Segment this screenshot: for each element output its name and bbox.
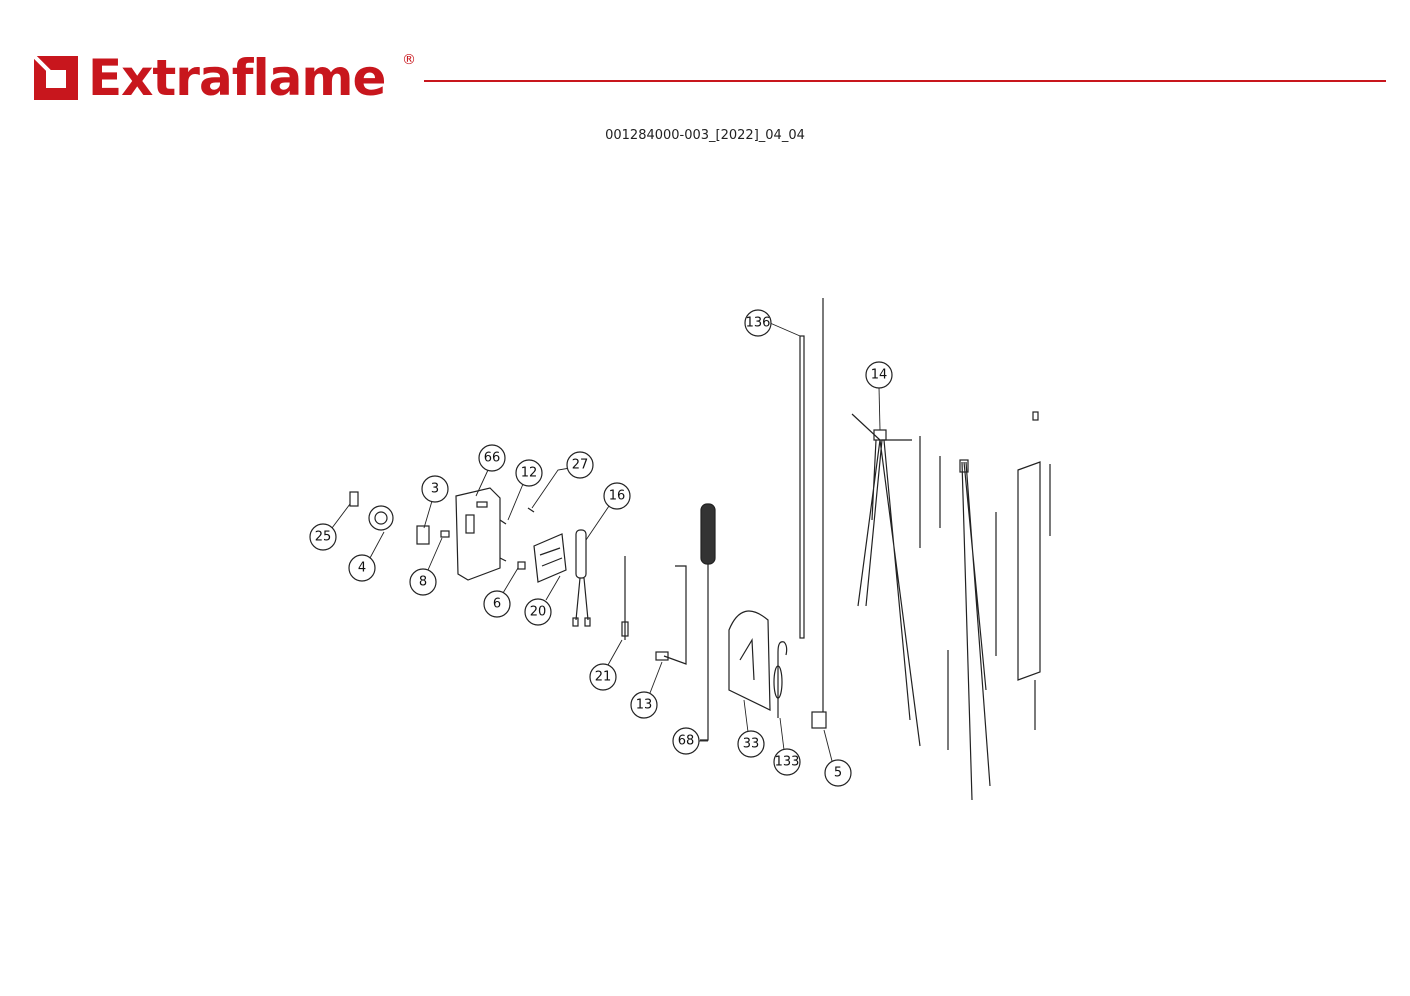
part-bracket [455,487,501,581]
svg-text:16: 16 [609,489,626,504]
svg-text:6: 6 [493,597,501,612]
part-resistor [572,529,591,627]
svg-text:3: 3 [431,482,439,497]
callout-27: 27 [566,451,594,479]
header-rule [424,80,1386,82]
part-brush [700,503,716,741]
callout-12: 12 [515,459,543,487]
svg-text:25: 25 [315,530,332,545]
callout-133: 133 [773,748,801,776]
brand-logo: Extraflame ® [34,49,416,107]
brand-name: Extraflame [88,49,386,107]
svg-text:20: 20 [530,605,547,620]
part-probe-cable [621,556,629,640]
svg-text:27: 27 [572,458,589,473]
callout-8: 8 [409,568,437,596]
part-control-board [533,533,567,583]
callout-136: 136 [744,309,772,337]
part-pressure-switch [349,491,359,507]
svg-text:133: 133 [775,755,800,770]
part-sensor-cable [655,565,687,665]
part-harness-2 [959,459,997,801]
callout-20: 20 [524,598,552,626]
leader-lines [331,322,881,762]
callout-16: 16 [603,482,631,510]
svg-text:14: 14 [871,368,888,383]
part-connector [517,561,526,570]
svg-text:5: 5 [834,766,842,781]
registered-mark: ® [402,52,416,68]
part-door-panel [728,610,771,711]
svg-text:8: 8 [419,575,427,590]
document-code: 001284000-003_[2022]_04_04 [605,128,805,143]
part-hook [773,641,788,718]
svg-text:13: 13 [636,698,653,713]
svg-text:4: 4 [358,561,366,576]
part-rod [799,335,805,639]
svg-text:12: 12 [521,466,538,481]
callout-25: 25 [309,523,337,551]
callout-14: 14 [865,361,893,389]
part-fuse [440,530,450,538]
svg-text:66: 66 [484,451,501,466]
svg-text:21: 21 [595,670,612,685]
svg-text:68: 68 [678,734,695,749]
logo-mark-icon [34,54,78,100]
svg-text:136: 136 [746,316,771,331]
part-wiring-harness [851,413,949,750]
callout-21: 21 [589,663,617,691]
callouts: 136 14 66 12 27 3 16 25 4 8 6 20 21 13 6… [309,309,893,787]
callout-68: 68 [672,727,700,755]
part-switch [416,525,430,545]
callout-13: 13 [630,691,658,719]
callout-4: 4 [348,554,376,582]
svg-text:33: 33 [743,737,760,752]
callout-66: 66 [478,444,506,472]
callout-6: 6 [483,590,511,618]
part-thermostat-cable [811,298,827,729]
part-side-panel [1017,411,1051,730]
part-motor [368,505,394,531]
callout-3: 3 [421,475,449,503]
part-screws [499,507,535,562]
callout-33: 33 [737,730,765,758]
callout-5: 5 [824,759,852,787]
